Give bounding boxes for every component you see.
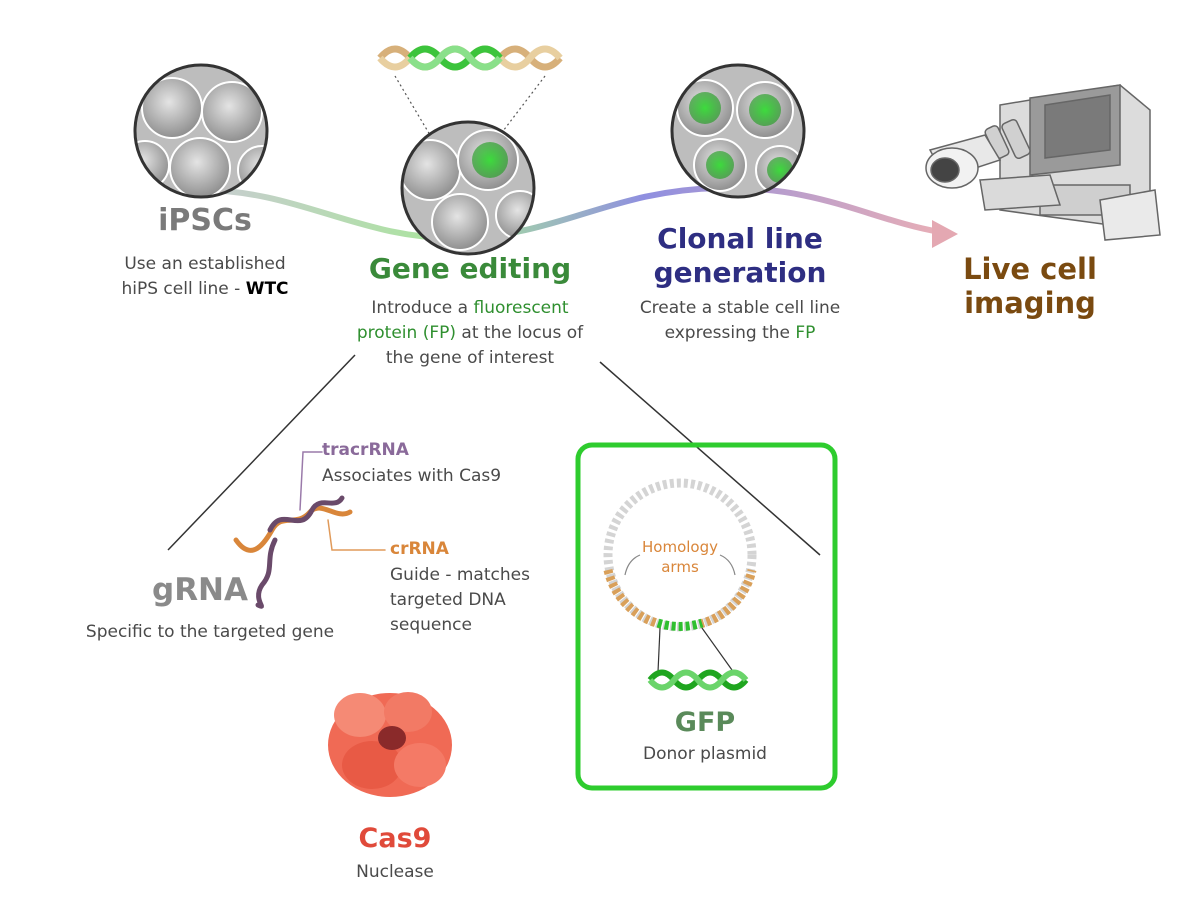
donor-plasmid-box (575, 442, 838, 791)
zoom-line-right (499, 75, 546, 136)
clonal-desc-line1: Create a stable cell line (639, 298, 841, 318)
cas9-protein-icon (328, 692, 452, 797)
ipsc-cells-image (133, 63, 269, 199)
gfp-title: GFP (674, 707, 736, 738)
crrna-desc: Guide - matches targeted DNA sequence (390, 563, 530, 638)
crrna-desc-line1: Guide - matches (390, 565, 530, 585)
fp-highlight: FP (795, 323, 816, 343)
protein-fp-highlight: protein (FP) (356, 323, 457, 343)
flow-wave (197, 184, 943, 242)
tracrrna-desc: Associates with Cas9 (322, 466, 502, 486)
gene-editing-desc-line2b: at the locus of (456, 323, 584, 343)
ipsc-desc-line2: hiPS cell line - WTC (90, 277, 320, 302)
crrna-desc-line2: targeted DNA (390, 590, 506, 610)
crrna-label: crRNA (390, 539, 449, 559)
crrna-desc-line3: sequence (390, 615, 472, 635)
homology-line2: arms (661, 558, 699, 576)
grna-title: gRNA (152, 572, 248, 608)
microscope-icon (925, 84, 1161, 241)
wtc-label: WTC (245, 279, 289, 299)
gene-editing-desc-line2: protein (FP) at the locus of (330, 321, 610, 346)
gene-editing-desc-line1a: Introduce a (371, 298, 474, 318)
ipsc-desc: Use an established hiPS cell line - WTC (90, 252, 320, 302)
homology-arms-label: Homology arms (620, 537, 740, 577)
clonal-title: Clonal line generation (610, 222, 870, 290)
cas9-desc: Nuclease (356, 862, 434, 882)
grna-structure-icon (233, 451, 386, 609)
homology-line1: Homology (642, 538, 718, 556)
gene-editing-title: Gene editing (368, 252, 572, 285)
clonal-title-line1: Clonal line (657, 222, 823, 255)
tracrrna-label: tracrRNA (322, 440, 409, 460)
plasmid-icon (603, 478, 757, 673)
clonal-desc: Create a stable cell line expressing the… (610, 296, 870, 346)
imaging-title-line2: imaging (964, 286, 1096, 320)
flow-arrowhead (932, 220, 958, 248)
cas9-title: Cas9 (358, 823, 432, 854)
dna-helix-icon (377, 45, 563, 71)
gene-editing-desc-line1: Introduce a fluorescent (330, 296, 610, 321)
grna-desc: Specific to the targeted gene (85, 622, 335, 642)
imaging-title: Live cell imaging (935, 252, 1125, 320)
clonal-desc-line2: expressing the FP (610, 321, 870, 346)
gene-editing-cells-image (400, 120, 536, 256)
donor-desc: Donor plasmid (643, 744, 767, 764)
ipsc-title: iPSCs (158, 203, 252, 238)
gene-editing-desc: Introduce a fluorescent protein (FP) at … (330, 296, 610, 371)
imaging-title-line1: Live cell (963, 252, 1097, 286)
connector-grna (167, 354, 356, 551)
zoom-line-left (394, 75, 431, 136)
ipsc-desc-line2-text: hiPS cell line - (121, 279, 246, 299)
gene-editing-desc-line3: the gene of interest (385, 348, 555, 368)
gfp-dna-icon (647, 669, 749, 691)
connector-donor (599, 361, 821, 556)
clonal-desc-line2a: expressing the (664, 323, 796, 343)
clonal-title-line2: generation (653, 256, 827, 289)
clonal-cells-image (670, 63, 806, 199)
fluorescent-highlight: fluorescent (473, 298, 569, 318)
ipsc-desc-line1: Use an established (124, 254, 286, 274)
